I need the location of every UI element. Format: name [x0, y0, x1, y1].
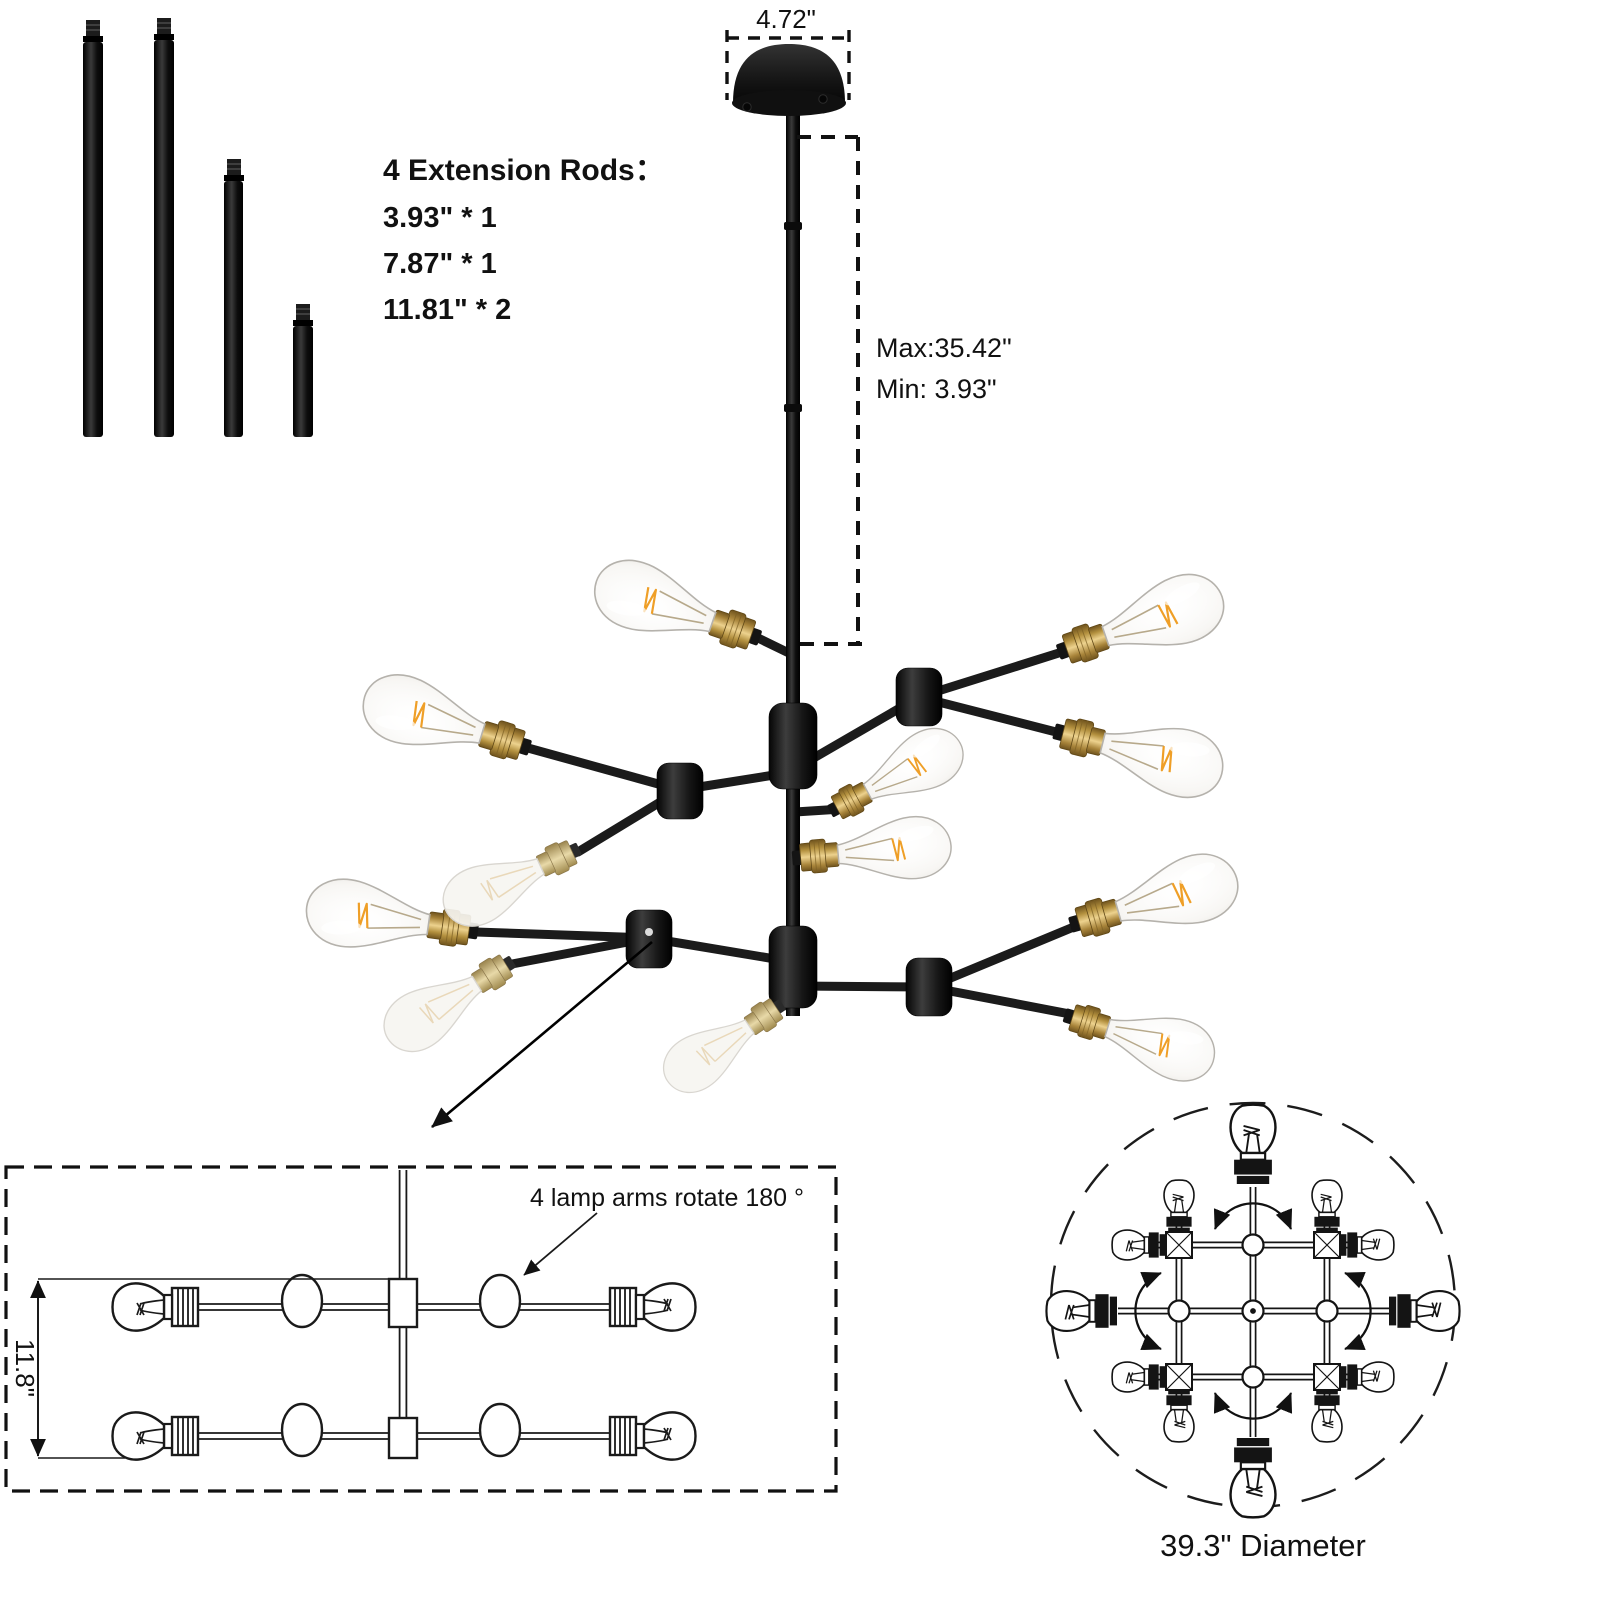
- rod-size-item: 3.93" * 1: [383, 202, 497, 234]
- rod-coupling: [784, 222, 802, 230]
- bulb-line-icon: [1311, 1388, 1343, 1443]
- bulb-line-icon: [1163, 1388, 1195, 1443]
- bulb-line-icon: [1387, 1289, 1461, 1333]
- extension-rod-1: [83, 20, 103, 437]
- bulb-line-icon: [1311, 1179, 1343, 1234]
- rod-coupling: [784, 404, 802, 412]
- edison-bulb: [372, 936, 529, 1065]
- bulb-line-icon: [1229, 1436, 1277, 1519]
- edison-bulb: [432, 821, 592, 938]
- chandelier-bulbs: [300, 549, 1247, 1105]
- tier-height-label: 11.8": [10, 1339, 40, 1397]
- bulb-line-icon: [1045, 1289, 1119, 1333]
- ceiling-canopy: [732, 44, 846, 116]
- canopy-screw: [818, 94, 828, 104]
- top-view-corner-sockets: [1165, 1231, 1341, 1391]
- hub-pinhole: [645, 928, 653, 936]
- bulb-line-icon: [1340, 1229, 1395, 1261]
- rod-max-label: Max:35.42": [876, 333, 1012, 363]
- edison-bulb: [353, 664, 541, 782]
- canopy-width-label: 4.72": [756, 4, 816, 34]
- rod-height-dimension: [797, 135, 864, 646]
- rotation-arrows: [1134, 1202, 1372, 1420]
- tier-height-dimension: [30, 1278, 389, 1459]
- edison-bulb: [1044, 697, 1232, 807]
- bulb-line-icon: [608, 1411, 697, 1461]
- side-view-drawing: [196, 1170, 612, 1460]
- bulb-line-icon: [1340, 1361, 1395, 1393]
- diameter-label: 39.3" Diameter: [1160, 1528, 1366, 1563]
- edison-bulb: [815, 716, 975, 838]
- rod-size-item: 7.87" * 1: [383, 248, 497, 280]
- bulb-line-icon: [111, 1282, 200, 1332]
- rod-min-label: Min: 3.93": [876, 374, 997, 404]
- bulb-line-icon: [1111, 1229, 1166, 1261]
- extension-rods-label: 4 Extension Rods： 3.93" * 1 7.87" * 1 11…: [383, 154, 665, 326]
- bulb-line-icon: [1163, 1179, 1195, 1234]
- canopy-width-dimension: [725, 30, 851, 100]
- extension-rods-figure: [83, 18, 313, 437]
- detail-panel-border: [4, 1165, 838, 1493]
- rotation-note-label: 4 lamp arms rotate 180 °: [530, 1184, 804, 1212]
- hanging-rod: [786, 94, 800, 1016]
- extension-rod-3: [224, 159, 244, 437]
- side-view-panel: 11.8" 4 lamp arms rotate 180 °: [4, 1165, 838, 1493]
- canopy-screw: [742, 102, 752, 112]
- rod-size-item: 11.81" * 2: [383, 294, 511, 326]
- bulb-line-icon: [1229, 1103, 1277, 1186]
- edison-bulb: [1059, 844, 1247, 959]
- bulb-line-icon: [608, 1282, 697, 1332]
- extension-rod-2: [154, 18, 174, 437]
- extension-rod-4: [293, 304, 313, 437]
- rotation-note-leader: [523, 1212, 598, 1276]
- extension-rods-title: 4 Extension Rods：: [383, 154, 665, 187]
- top-view-figure: 39.3" Diameter: [1045, 1101, 1461, 1563]
- bulb-line-icon: [1111, 1361, 1166, 1393]
- edison-bulb: [584, 549, 772, 672]
- edison-bulb: [1046, 563, 1234, 686]
- top-view-hubs: [1167, 1233, 1339, 1389]
- edison-bulb: [1054, 985, 1224, 1091]
- edison-bulb: [788, 812, 955, 891]
- chandelier-hubs: [625, 667, 953, 1017]
- chandelier-photo: [300, 44, 1247, 1105]
- bulb-line-icon: [111, 1411, 200, 1461]
- detail-leader-arrow: [431, 941, 653, 1128]
